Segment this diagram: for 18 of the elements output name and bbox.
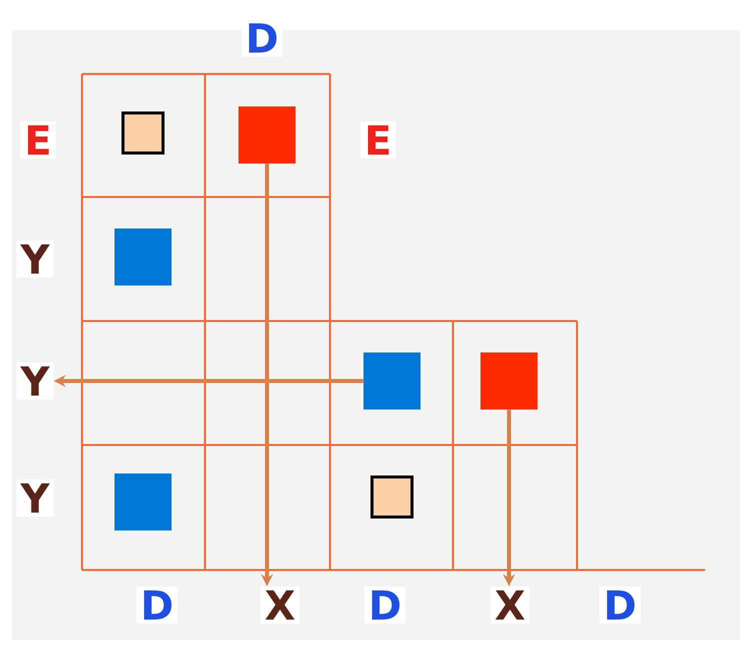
square <box>364 352 420 410</box>
letter: D <box>241 19 283 57</box>
letter: Y <box>16 240 54 278</box>
square <box>238 106 296 164</box>
letter: X <box>490 586 530 624</box>
letter: D <box>136 586 178 624</box>
letter: D <box>599 586 641 624</box>
square <box>480 352 538 410</box>
letter: Y <box>16 362 54 400</box>
letter: D <box>364 586 406 624</box>
letter: E <box>20 121 56 159</box>
square <box>114 228 172 286</box>
square <box>122 112 164 154</box>
square <box>114 474 172 530</box>
letter: Y <box>16 479 54 517</box>
square <box>370 476 414 518</box>
letter: E <box>360 121 396 159</box>
letter: X <box>260 586 300 624</box>
